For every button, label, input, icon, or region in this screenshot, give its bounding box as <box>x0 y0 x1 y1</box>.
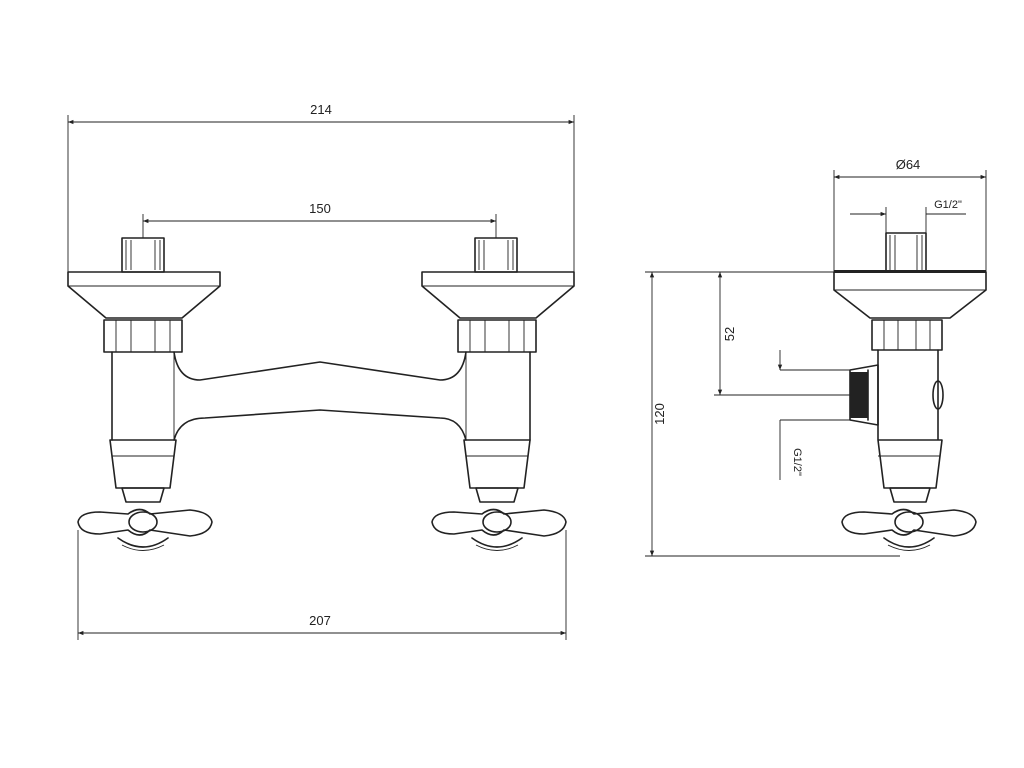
dim-label-outlet-thread: G1/2" <box>791 448 803 476</box>
dim-handle-span: 207 <box>77 530 567 640</box>
left-hex-nut <box>103 319 183 353</box>
dim-label-207: 207 <box>309 613 331 628</box>
dim-overall-width: 214 <box>67 102 575 272</box>
dim-outlet-thread: G1/2" <box>777 350 803 480</box>
dim-outlet-offset: 52 <box>714 272 850 396</box>
mixer-body <box>111 351 531 441</box>
right-hex-nut <box>457 319 537 353</box>
side-inlet-pipe <box>885 232 927 273</box>
side-outlet-nozzle <box>780 364 879 426</box>
side-view: Ø64 G1/2" 120 52 G1/2" <box>645 157 987 557</box>
right-valve-body <box>463 439 531 489</box>
dim-inlet-spacing: 150 <box>142 201 497 238</box>
right-cross-handle[interactable] <box>431 508 567 551</box>
left-cross-handle[interactable] <box>77 508 213 551</box>
dim-label-150: 150 <box>309 201 331 216</box>
dim-height: 120 <box>645 271 900 557</box>
side-hex-nut <box>871 319 943 351</box>
front-view: 214 150 207 <box>67 102 575 640</box>
right-inlet-pipe <box>474 237 518 273</box>
side-valve-body <box>877 349 943 489</box>
dim-label-inlet-thread: G1/2" <box>934 199 962 211</box>
side-flange <box>833 271 987 319</box>
dim-label-diameter: Ø64 <box>896 157 921 172</box>
left-flange <box>67 271 221 319</box>
dim-inlet-thread: G1/2" <box>850 199 966 233</box>
dim-label-214: 214 <box>310 102 332 117</box>
left-valve-body <box>109 439 177 489</box>
dim-flange-diameter: Ø64 <box>833 157 987 272</box>
right-flange <box>421 271 575 319</box>
dim-label-120: 120 <box>652 403 667 425</box>
dim-label-52: 52 <box>722 327 737 341</box>
side-cross-handle[interactable] <box>841 508 977 551</box>
left-inlet-pipe <box>121 237 165 273</box>
